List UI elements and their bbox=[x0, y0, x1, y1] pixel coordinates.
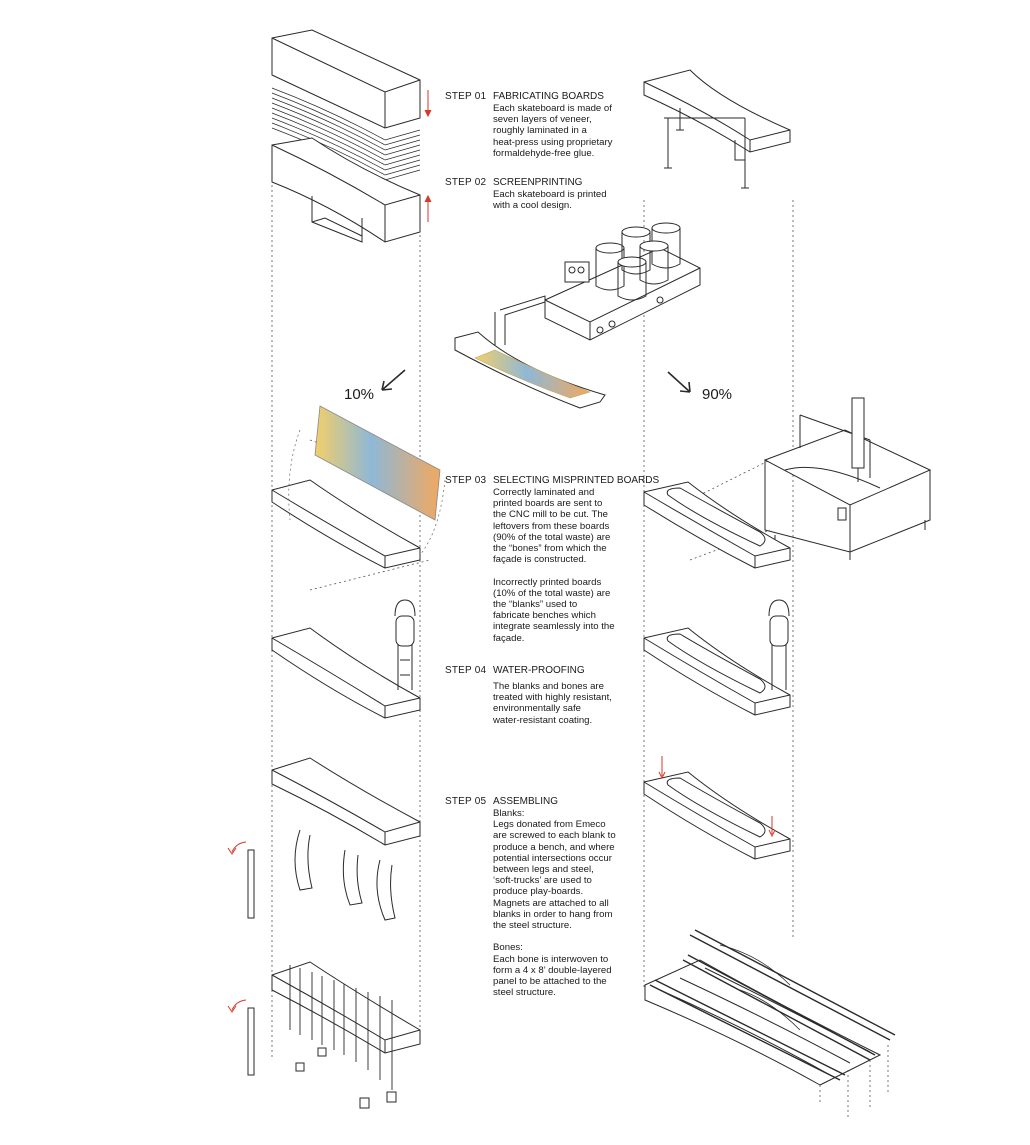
percent-left: 10% bbox=[344, 386, 375, 403]
step-01-description: Each skateboard is made of seven layers … bbox=[493, 103, 613, 159]
heat-press-stack bbox=[271, 29, 421, 243]
bone-cnc bbox=[643, 481, 791, 569]
step-04-description: The blanks and bones are treated with hi… bbox=[493, 681, 612, 726]
blank-waterproofing bbox=[271, 599, 421, 719]
screenprinting-machine bbox=[494, 222, 701, 345]
percent-right: 90% bbox=[702, 386, 733, 403]
cnc-mill bbox=[763, 397, 932, 560]
step-04-title: WATER-PROOFING bbox=[493, 665, 585, 676]
step-05-description: Blanks: Legs donated from Emeco are scre… bbox=[493, 808, 616, 999]
step-02-description: Each skateboard is printed with a cool d… bbox=[493, 189, 607, 212]
interwoven-panel bbox=[644, 929, 896, 1120]
step-05-title: ASSEMBLING bbox=[493, 796, 559, 807]
bone-waterproofing bbox=[643, 599, 791, 716]
split-arrows bbox=[381, 369, 691, 393]
step-01-label: STEP 01 bbox=[445, 91, 487, 102]
final-bench bbox=[227, 961, 421, 1109]
step-03-title: SELECTING MISPRINTED BOARDS bbox=[493, 475, 660, 486]
step-02-label: STEP 02 bbox=[445, 177, 487, 188]
bone-assembly bbox=[643, 756, 791, 860]
printed-board-screen bbox=[454, 331, 606, 409]
press-arrows bbox=[424, 90, 432, 222]
step-03-description: Correctly laminated and printed boards a… bbox=[493, 487, 615, 644]
step-02-title: SCREENPRINTING bbox=[493, 177, 583, 188]
step-05-label: STEP 05 bbox=[445, 796, 487, 807]
step-01-title: FABRICATING BOARDS bbox=[493, 91, 604, 102]
step-03-label: STEP 03 bbox=[445, 475, 487, 486]
bench-assembly bbox=[227, 757, 421, 921]
step-04-label: STEP 04 bbox=[445, 665, 487, 676]
clamped-board bbox=[643, 69, 791, 189]
misprinted-board bbox=[271, 405, 446, 569]
